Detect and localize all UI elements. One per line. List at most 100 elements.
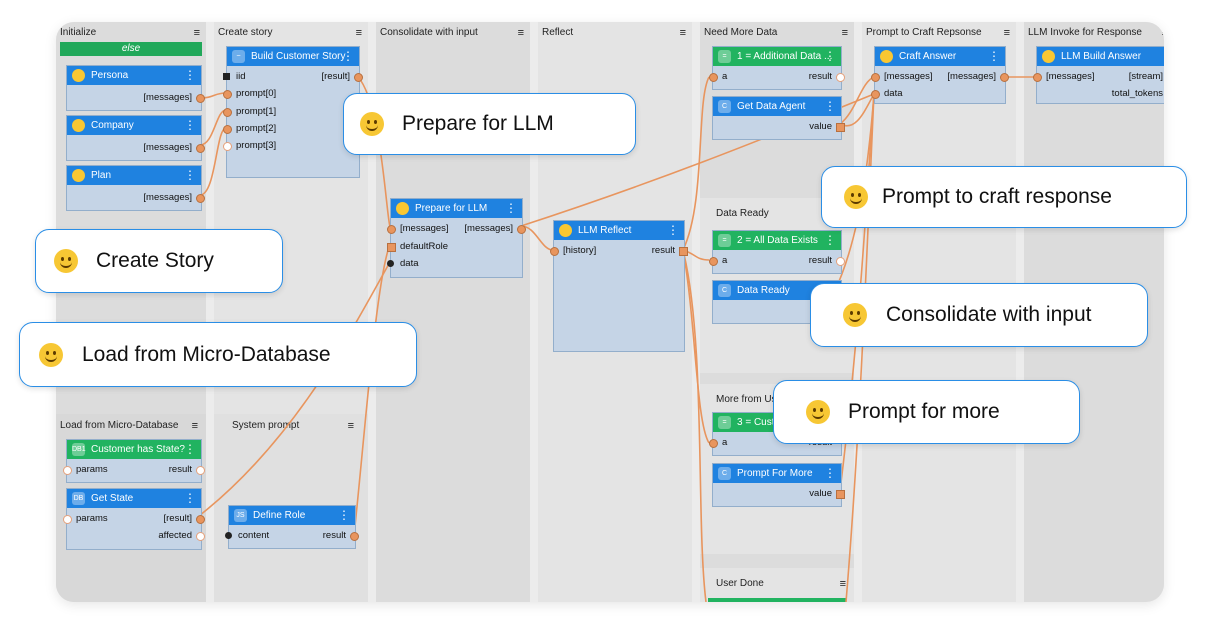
node-header[interactable]: Persona⋮	[67, 66, 201, 85]
output-port[interactable]	[196, 94, 205, 103]
node-header[interactable]: Craft Answer⋮	[875, 47, 1005, 66]
output-port[interactable]	[836, 73, 845, 82]
node-menu-icon[interactable]: ⋮	[667, 223, 679, 237]
output-port[interactable]	[196, 466, 205, 475]
output-port[interactable]	[836, 257, 845, 266]
input-port[interactable]	[550, 247, 559, 256]
output-port[interactable]	[196, 194, 205, 203]
column-menu-icon[interactable]: ≡	[355, 27, 362, 39]
output-port[interactable]	[350, 532, 359, 541]
else-branch-bar[interactable]: else	[60, 42, 202, 56]
input-port[interactable]	[387, 260, 394, 267]
wire[interactable]	[682, 249, 710, 444]
wire[interactable]	[682, 76, 710, 251]
node-menu-icon[interactable]: ⋮	[824, 99, 836, 113]
node-menu-icon[interactable]: ⋮	[184, 168, 196, 182]
output-port[interactable]	[196, 515, 205, 524]
input-port[interactable]	[709, 73, 718, 82]
node-header[interactable]: ~Build Customer Story⋮	[227, 47, 359, 66]
node-menu-icon[interactable]: ⋮	[184, 68, 196, 82]
node-menu-icon[interactable]: ⋮	[184, 442, 196, 456]
node-header[interactable]: Company⋮	[67, 116, 201, 135]
input-port[interactable]	[709, 257, 718, 266]
column-menu-icon[interactable]: ≡	[1162, 26, 1164, 40]
input-port[interactable]	[63, 515, 72, 524]
llm-build-answer-node[interactable]: LLM Build Answer [messages] [stream] tot…	[1033, 46, 1164, 104]
input-port[interactable]	[871, 73, 880, 82]
output-port[interactable]	[679, 247, 688, 256]
column-menu-icon[interactable]: ≡	[193, 27, 200, 39]
input-port[interactable]	[223, 142, 232, 151]
output-port[interactable]	[196, 532, 205, 541]
additional-data-node[interactable]: =1 = Additional Data ...⋮ a result	[709, 46, 845, 90]
output-port[interactable]	[1000, 73, 1009, 82]
input-port[interactable]	[225, 532, 232, 539]
input-port[interactable]	[1033, 73, 1042, 82]
node-menu-icon[interactable]: ⋮	[184, 118, 196, 132]
output-port[interactable]	[354, 73, 363, 82]
wire[interactable]	[682, 249, 707, 602]
node-menu-icon[interactable]: ⋮	[338, 508, 350, 522]
all-data-exists-node[interactable]: =2 = All Data Exists⋮ a result	[709, 230, 845, 274]
input-port[interactable]	[223, 90, 232, 99]
panel-menu-icon[interactable]: ≡	[839, 578, 846, 590]
persona-node[interactable]: Persona⋮ [messages]	[66, 65, 205, 111]
node-header[interactable]: =1 = Additional Data ...⋮	[713, 47, 841, 66]
node-header[interactable]: Prepare for LLM⋮	[391, 199, 522, 218]
input-port[interactable]	[63, 466, 72, 475]
input-port[interactable]	[871, 90, 880, 99]
company-node[interactable]: Company⋮ [messages]	[66, 115, 205, 161]
output-port[interactable]	[836, 123, 845, 132]
input-port[interactable]	[709, 439, 718, 448]
output-port[interactable]	[836, 490, 845, 499]
wire[interactable]	[194, 261, 391, 520]
node-menu-icon[interactable]: ⋮	[988, 49, 1000, 63]
node-menu-icon[interactable]: ⋮	[342, 49, 354, 63]
input-port[interactable]	[387, 225, 396, 234]
output-port[interactable]	[517, 225, 526, 234]
column-menu-icon[interactable]: ≡	[679, 27, 686, 39]
panel-menu-icon[interactable]: ≡	[191, 420, 198, 432]
node-header[interactable]: LLM Build Answer	[1037, 47, 1164, 66]
node-header[interactable]: Plan⋮	[67, 166, 201, 185]
wire[interactable]	[199, 109, 227, 146]
node-menu-icon[interactable]: ⋮	[824, 49, 836, 63]
column-menu-icon[interactable]: ≡	[1003, 27, 1010, 39]
output-port[interactable]	[196, 144, 205, 153]
column-menu-icon[interactable]: ≡	[517, 27, 524, 39]
node-header[interactable]: =2 = All Data Exists⋮	[713, 231, 841, 250]
node-menu-icon[interactable]: ⋮	[505, 201, 517, 215]
panel-menu-icon[interactable]: ≡	[347, 420, 354, 432]
output-port-label: [messages]	[143, 192, 192, 203]
column-menu-icon[interactable]: ≡	[841, 27, 848, 39]
plan-node[interactable]: Plan⋮ [messages]	[66, 165, 205, 211]
node-header[interactable]: LLM Reflect⋮	[554, 221, 684, 240]
node-menu-icon[interactable]: ⋮	[824, 466, 836, 480]
wire[interactable]	[839, 76, 875, 125]
wire[interactable]	[353, 243, 391, 537]
input-port[interactable]	[223, 125, 232, 134]
wire[interactable]	[199, 127, 227, 196]
llm-reflect-node[interactable]: LLM Reflect⋮ [history] result	[550, 220, 688, 352]
node-menu-icon[interactable]: ⋮	[184, 491, 196, 505]
build-customer-story-node[interactable]: ~Build Customer Story⋮ iid [result] prom…	[223, 46, 363, 178]
prepare-for-llm-node[interactable]: Prepare for LLM⋮ [messages] [messages] d…	[387, 198, 526, 278]
node-menu-icon[interactable]: ⋮	[824, 233, 836, 247]
wire[interactable]	[357, 76, 391, 228]
input-port[interactable]	[223, 73, 230, 80]
input-port[interactable]	[223, 108, 232, 117]
user-done-node-header[interactable]	[708, 598, 846, 602]
input-port[interactable]	[387, 243, 396, 252]
craft-answer-node[interactable]: Craft Answer⋮ [messages] [messages] data	[871, 46, 1009, 104]
